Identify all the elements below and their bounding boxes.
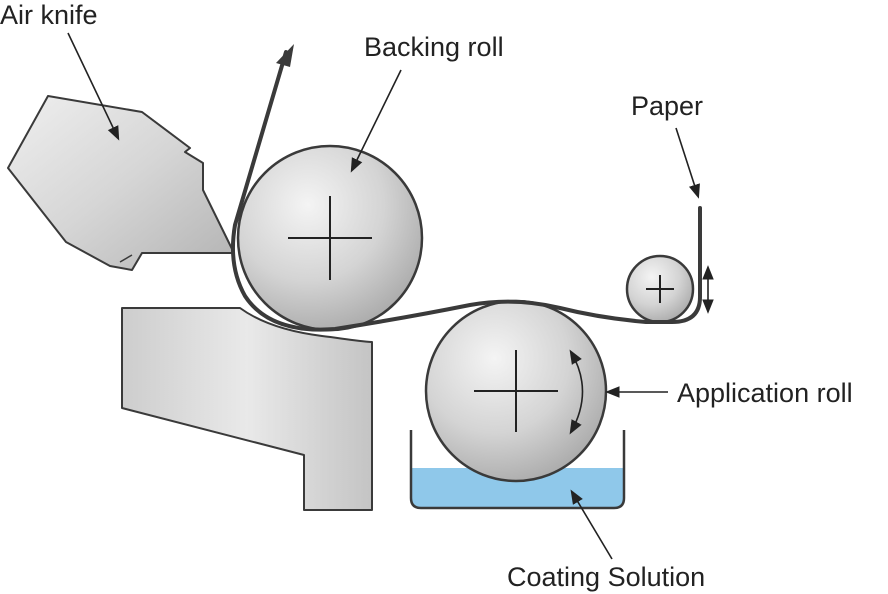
guide-roll: [625, 254, 714, 324]
support-frame: [121, 307, 373, 511]
paper-leader: [675, 127, 700, 199]
backing-roll-label: Backing roll: [364, 32, 504, 62]
arrowhead-icon: [276, 44, 294, 67]
backing-roll-leader: [350, 69, 402, 173]
backing-roll: [236, 144, 424, 332]
air-knife-tip: [119, 254, 133, 263]
coating-solution-label: Coating Solution: [507, 562, 705, 592]
leader-lines: [67, 32, 700, 560]
paper-label: Paper: [631, 91, 703, 121]
coating-solution-leader: [570, 489, 613, 560]
air-knife-body: [7, 95, 235, 271]
crosshair-icon: [288, 196, 372, 280]
tray-wall: [409, 430, 626, 510]
air-knife: [7, 95, 235, 271]
air-knife-leader: [67, 32, 120, 141]
curved-double-arrow-icon: [569, 349, 584, 435]
application-roll: [424, 299, 608, 483]
air-knife-label: Air knife: [0, 0, 98, 30]
air-knife-edge: [141, 111, 192, 153]
crosshair-icon: [474, 350, 558, 432]
paper-web: [231, 50, 702, 332]
application-roll-label: Application roll: [677, 378, 853, 408]
crosshair-icon: [646, 275, 674, 303]
